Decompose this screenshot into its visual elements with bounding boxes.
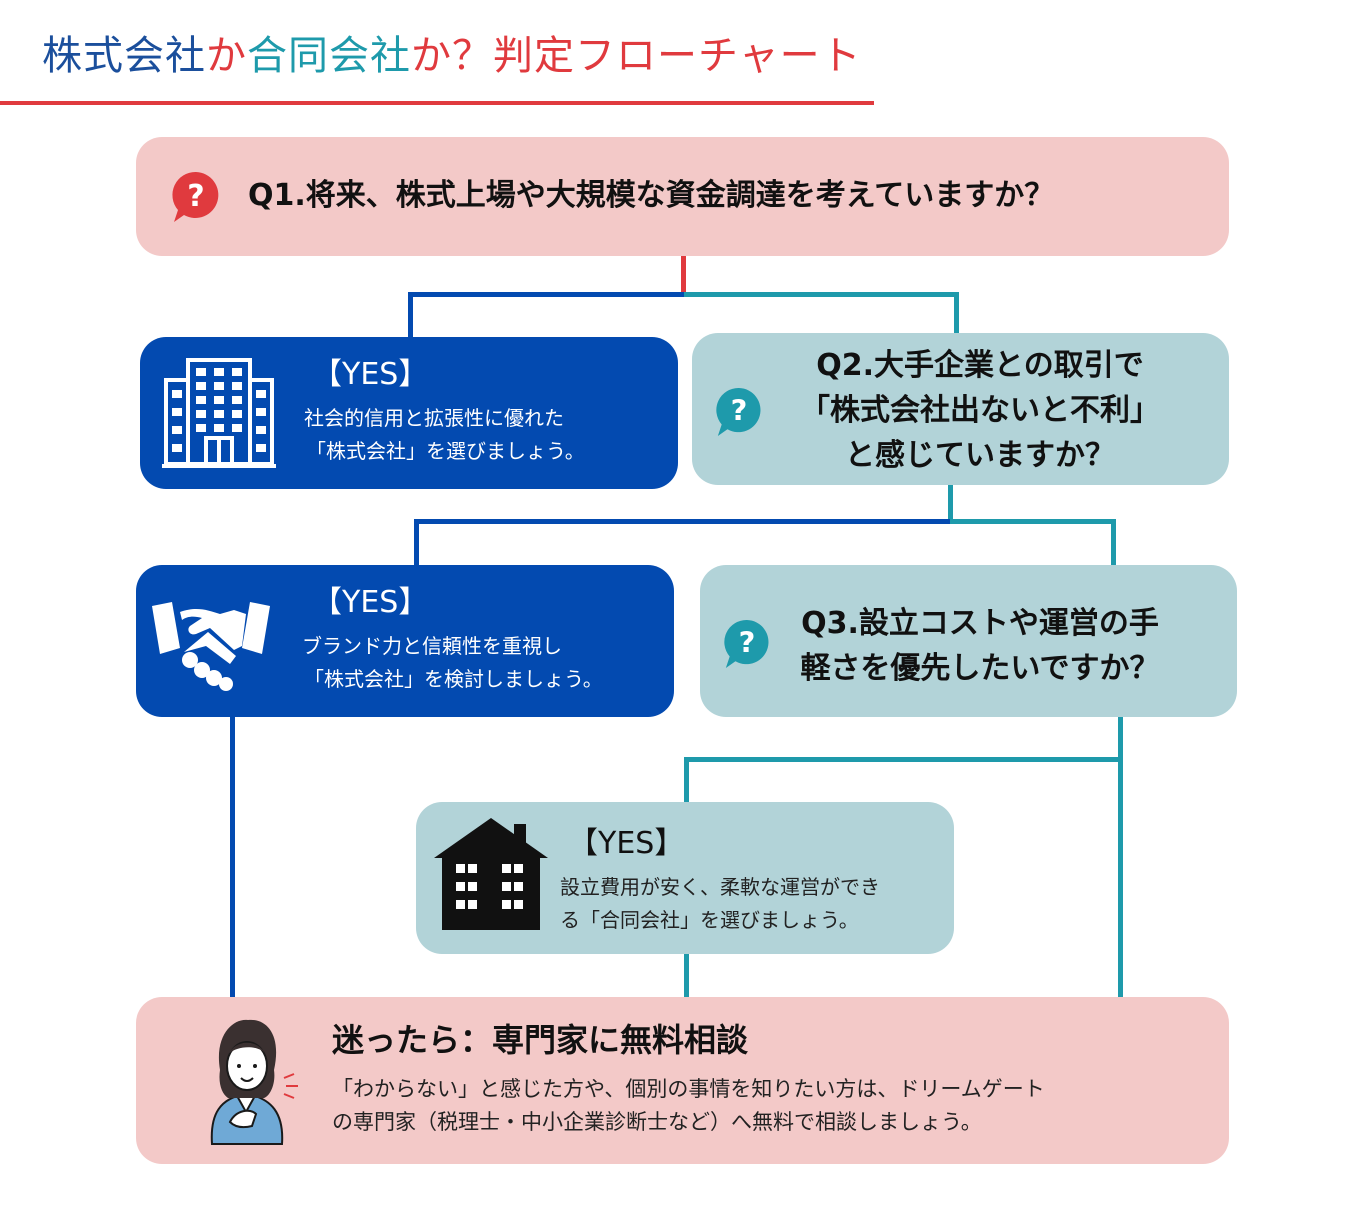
q2-line2: 「株式会社出ないと不利」 — [800, 393, 1160, 428]
title-part-goudou: 合同会社 — [247, 33, 411, 79]
title-part-kabushiki: 株式会社 — [42, 33, 206, 79]
title-part-rest: か？判定フローチャート — [411, 33, 862, 79]
connector-q1-left-h — [408, 292, 684, 297]
connector-q2-left-v — [414, 519, 419, 567]
connector-q1-right-h — [684, 292, 958, 297]
yes1-desc-line2: 「株式会社」を選びましょう。 — [306, 439, 585, 463]
yes1-desc-line1: 社会的信用と拡張性に優れた — [304, 406, 564, 430]
connector-q2-right-h — [950, 519, 1116, 524]
q2-line1: Q2.大手企業との取引で — [816, 348, 1144, 383]
connector-q3-right-v — [1118, 716, 1123, 998]
house-icon — [434, 818, 548, 930]
office-building-icon — [162, 358, 276, 468]
svg-text:?: ? — [739, 626, 756, 660]
q3-question-icon: ? — [724, 619, 769, 669]
connector-q3-branch-v — [684, 757, 689, 803]
connector-q2-stem — [948, 484, 953, 524]
title-part-ka-1: か — [206, 33, 247, 79]
q3-line2: 軽さを優先したいですか？ — [800, 651, 1160, 686]
connector-q2-left-h — [414, 519, 952, 524]
footer-desc-line1: 「わからない」と感じた方や、個別の事情を知りたい方は、ドリームゲート — [332, 1077, 1045, 1101]
title-underline — [0, 101, 874, 105]
connector-q2-right-v — [1111, 519, 1116, 567]
connector-q1-left-v — [408, 292, 413, 338]
yes1-title: 【YES】 — [312, 357, 429, 392]
yes2-desc-line2: 「株式会社」を検討しましょう。 — [304, 667, 603, 691]
q1-question-icon: ? — [172, 171, 219, 222]
connector-q3-branch-h — [684, 757, 1120, 762]
footer-consult-box — [136, 997, 1229, 1164]
yes3-desc-line1: 設立費用が安く、柔軟な運営ができ — [560, 875, 880, 899]
q2-question-text: Q2.大手企業との取引で 「株式会社出ないと不利」 と感じていますか？ — [760, 343, 1200, 478]
connector-q1-right-v — [954, 292, 959, 334]
footer-title: 迷ったら：専門家に無料相談 — [332, 1021, 749, 1059]
svg-text:?: ? — [731, 394, 748, 428]
yes3-title: 【YES】 — [568, 826, 685, 861]
yes2-desc-line1: ブランド力と信頼性を重視し — [302, 634, 562, 658]
q3-box — [700, 565, 1237, 717]
connector-yes3-to-footer — [684, 953, 689, 998]
q3-line1: Q3.設立コストや運営の手 — [801, 606, 1159, 641]
q3-question-text: Q3.設立コストや運営の手 軽さを優先したいですか？ — [770, 601, 1190, 691]
q2-question-icon: ? — [716, 387, 761, 437]
q1-box — [136, 137, 1229, 256]
yes3-desc-line2: る「合同会社」を選びましょう。 — [560, 908, 859, 932]
connector-yes2-to-footer — [230, 716, 235, 998]
q2-box — [692, 333, 1229, 485]
q2-line3: と感じていますか？ — [845, 438, 1115, 473]
connector-q1-stem — [681, 256, 686, 296]
svg-text:?: ? — [187, 179, 204, 214]
handshake-icon — [152, 602, 270, 691]
consultant-woman-icon — [210, 1019, 298, 1145]
page-title: 株式会社か合同会社か？判定フローチャート — [42, 32, 862, 80]
yes2-title: 【YES】 — [312, 585, 429, 620]
q1-question-text: Q1.将来、株式上場や大規模な資金調達を考えていますか？ — [248, 178, 1055, 213]
footer-desc-line2: の専門家（税理士・中小企業診断士など）へ無料で相談しましょう。 — [332, 1110, 982, 1134]
